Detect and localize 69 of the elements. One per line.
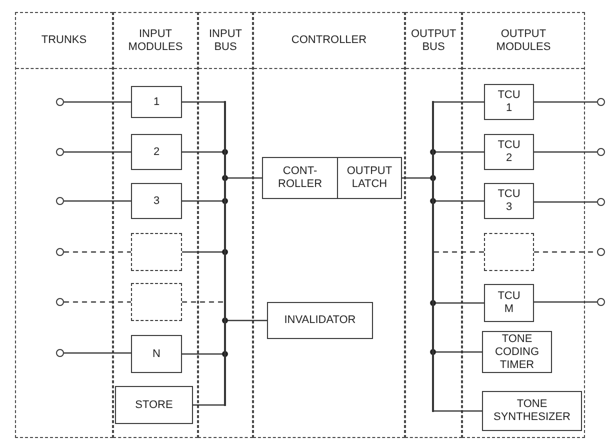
connector-line (226, 320, 267, 322)
connector-line (226, 177, 262, 179)
connector-line (402, 177, 432, 179)
bus-line (432, 101, 434, 412)
column-band (405, 12, 462, 438)
connector-line (434, 302, 484, 304)
synthesizer-box: TONE SYNTHESIZER (482, 391, 582, 431)
connector-line (64, 301, 131, 303)
connector-line (534, 101, 597, 103)
column-band (253, 12, 405, 438)
connector-line (182, 151, 224, 153)
connector-line (193, 404, 224, 406)
connector-line (534, 301, 597, 303)
column-heading: INPUT MODULES (114, 13, 197, 69)
empty-module-box (131, 283, 182, 321)
connector-line (64, 352, 131, 354)
module-box: N (131, 335, 182, 373)
column-band (462, 12, 585, 438)
terminal (597, 248, 605, 256)
module-box: 1 (131, 86, 182, 118)
column-heading: OUTPUT BUS (406, 13, 461, 69)
invalidator-box: INVALIDATOR (267, 302, 373, 339)
column-heading: CONTROLLER (254, 13, 404, 69)
module-box: 3 (131, 183, 182, 219)
terminal (56, 298, 64, 306)
connector-line (534, 201, 597, 203)
tcu-box: TCU 3 (484, 183, 534, 219)
column-band (113, 12, 198, 438)
connector-line (182, 251, 224, 253)
connector-line (182, 353, 224, 355)
terminal (597, 198, 605, 206)
connector-line (64, 251, 131, 253)
connector-line (64, 101, 131, 103)
timer-box: TONE CODING TIMER (482, 331, 552, 373)
terminal (56, 98, 64, 106)
connector-line (434, 351, 482, 353)
connector-line (434, 251, 484, 253)
connector-line (182, 200, 224, 202)
column-heading: INPUT BUS (199, 13, 252, 69)
output-latch-box: OUTPUT LATCH (337, 157, 402, 199)
terminal (597, 98, 605, 106)
column-heading: TRUNKS (16, 13, 112, 69)
connector-line (434, 101, 484, 103)
terminal (597, 148, 605, 156)
tcu-box: TCU M (484, 284, 534, 322)
connector-line (434, 151, 484, 153)
store-box: STORE (115, 386, 193, 424)
bus-line (224, 101, 226, 406)
connector-line (434, 200, 484, 202)
terminal (56, 349, 64, 357)
empty-module-box (484, 233, 534, 271)
terminal (56, 248, 64, 256)
connector-line (534, 151, 597, 153)
tcu-box: TCU 1 (484, 84, 534, 120)
tcu-box: TCU 2 (484, 134, 534, 170)
module-box: 2 (131, 134, 182, 170)
terminal (597, 298, 605, 306)
terminal (56, 197, 64, 205)
terminal (56, 148, 64, 156)
column-heading: OUTPUT MODULES (463, 13, 584, 69)
connector-line (182, 101, 224, 103)
connector-line (64, 200, 131, 202)
controller-box: CONT- ROLLER (262, 157, 338, 199)
connector-line (182, 301, 224, 303)
connector-line (64, 151, 131, 153)
connector-line (434, 410, 482, 412)
empty-module-box (131, 233, 182, 271)
column-band (198, 12, 253, 438)
column-band (15, 12, 113, 438)
